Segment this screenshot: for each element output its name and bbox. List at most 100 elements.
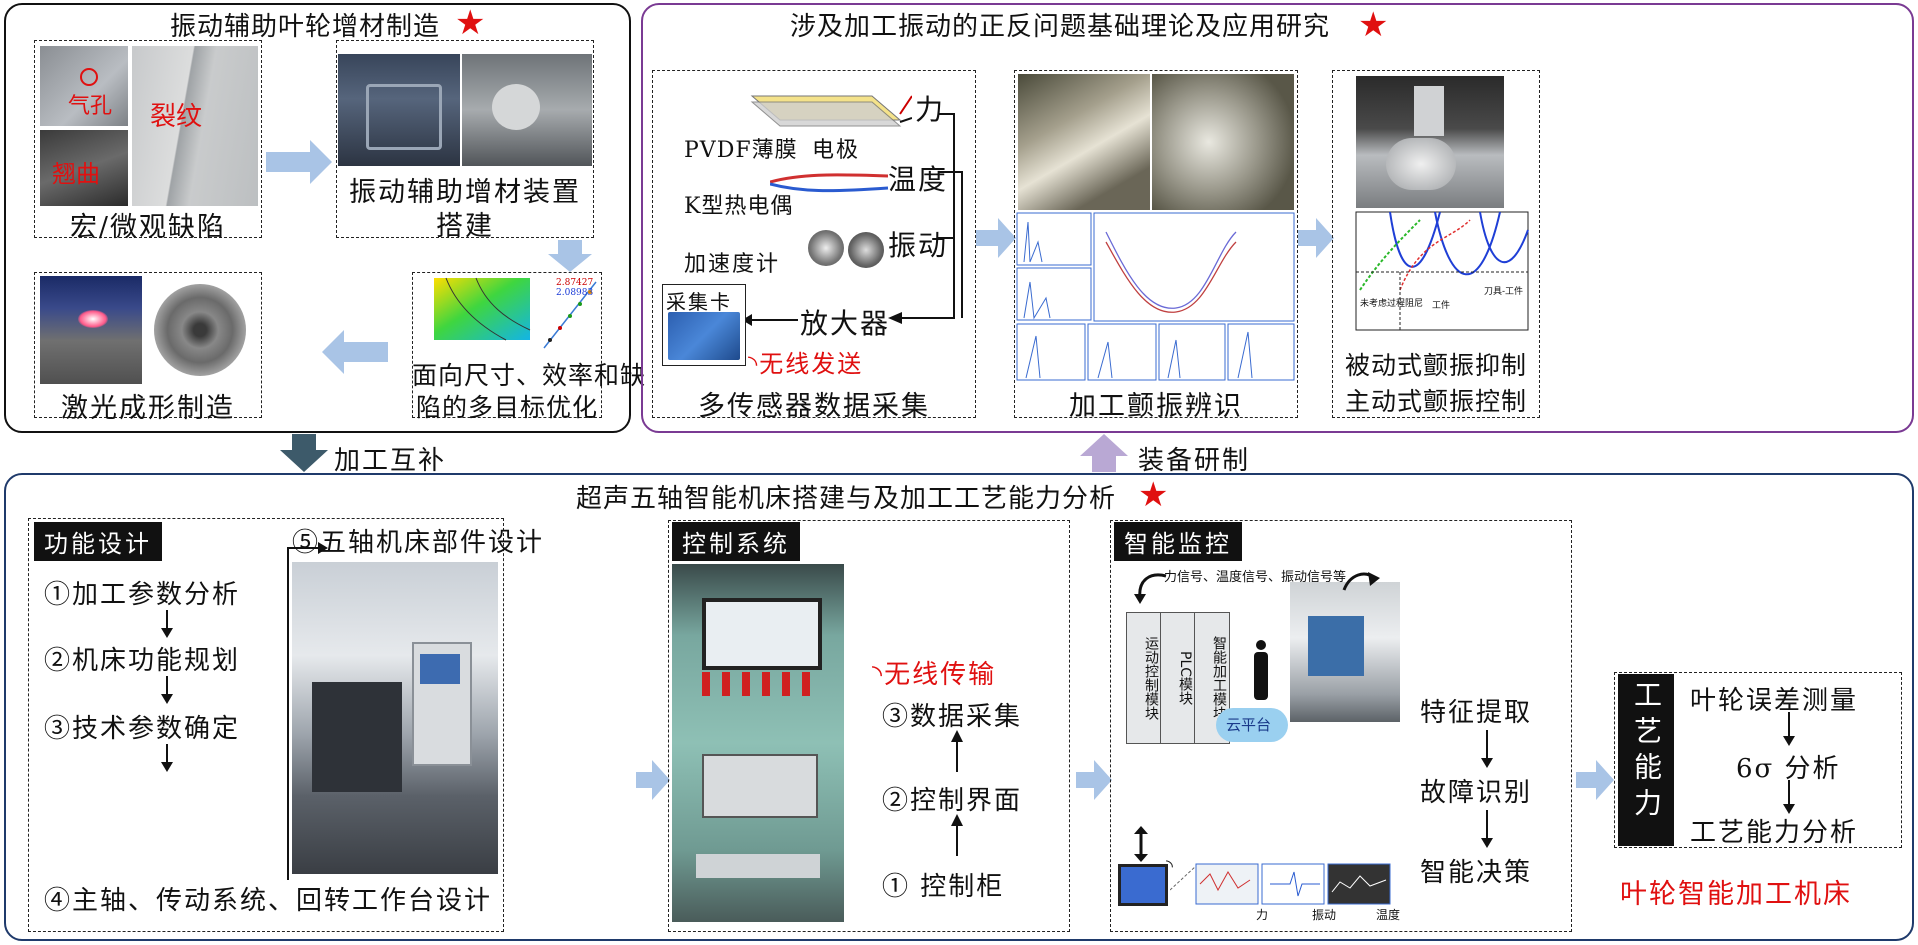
cnc-machine-photo	[1290, 582, 1400, 722]
daq-label: 采集卡	[666, 290, 732, 314]
down-arrow-icon	[1481, 730, 1493, 768]
func-step5: ⑤五轴机床部件设计	[292, 528, 545, 558]
mutual-label: 加工互补	[334, 446, 447, 476]
optimization-box	[412, 272, 602, 418]
sensors-caption: 多传感器数据采集	[698, 391, 930, 422]
process-step3: 工艺能力分析	[1690, 818, 1859, 848]
crack-label: 裂纹	[150, 102, 203, 132]
laser-box	[34, 272, 262, 418]
opt-caption-line2: 陷的多目标优化	[415, 393, 598, 422]
stability-lobe-chart	[1355, 211, 1529, 331]
laser-photo-left	[40, 276, 142, 384]
cabinet-pc-icon	[702, 754, 818, 818]
cabinet-buttons-icon	[702, 672, 814, 696]
spindle-icon	[1414, 86, 1444, 136]
flow-arrow-down-icon	[548, 240, 592, 272]
star-icon: ★	[1138, 475, 1169, 515]
defects-box	[34, 40, 262, 238]
machine-body-icon	[312, 682, 402, 792]
signal-flow-arrow-icon	[1134, 573, 1167, 604]
star-icon: ★	[455, 3, 486, 43]
chatter-ctrl-caption-line2: 主动式颤振控制	[1344, 387, 1527, 416]
pore-marker-icon	[80, 68, 98, 86]
lobe-legend-work: 工件	[1432, 301, 1451, 311]
cabinet-monitor-icon	[702, 598, 822, 670]
step4-to-step5-connector	[287, 542, 328, 880]
thermocouple-icon	[770, 173, 889, 193]
sensor-connector-lines	[742, 113, 963, 326]
flow-arrow-right-icon	[1298, 218, 1334, 258]
down-arrow-icon	[161, 744, 173, 772]
process-step2: 6σ 分析	[1736, 754, 1841, 784]
chatter-ctrl-caption-line1: 被动式颤振抑制	[1344, 351, 1527, 380]
down-arrow-icon	[161, 676, 173, 704]
signals-label: 力信号、温度信号、振动信号等	[1164, 570, 1347, 585]
contour-plot-svg	[434, 277, 531, 341]
panel-vibration-theory	[641, 3, 1914, 433]
device-photo-right	[462, 54, 592, 166]
control-step2: ②控制界面	[882, 786, 1023, 816]
up-arrow-icon	[951, 730, 963, 772]
legend-lo: 2.08983	[556, 288, 594, 298]
workpiece-icon	[1386, 138, 1456, 190]
wireless-transmit-text: 无线传输	[884, 660, 997, 690]
flow-arrow-left-icon	[322, 330, 388, 374]
lobe-legend-none: 未考虑过程阻尼	[1360, 299, 1424, 309]
chatter-id-caption: 加工颤振辨识	[1069, 391, 1243, 422]
person-icon	[1252, 640, 1270, 700]
opt-scatter-plot: 2.87427 2.08983	[538, 274, 600, 356]
device-box	[336, 40, 594, 238]
chatter-control-photo	[1356, 76, 1504, 208]
func-step3: ③技术参数确定	[44, 714, 241, 744]
force-label: 力	[915, 93, 946, 126]
defect-photo-crack: 裂纹	[132, 46, 258, 206]
daq-board-icon	[668, 312, 740, 360]
flow-arrow-right-icon	[266, 140, 332, 184]
flow-arrow-right-icon	[1076, 760, 1112, 800]
process-tag-text: 工艺能力	[1630, 680, 1663, 824]
device-caption-line2: 搭建	[436, 211, 494, 242]
cabinet-keyboard-icon	[696, 854, 820, 878]
person-body	[1254, 652, 1268, 700]
equip-label: 装备研制	[1138, 446, 1251, 476]
thumb-vib-label: 振动	[1312, 908, 1337, 922]
accelerometer-icon	[848, 232, 884, 268]
vibration-label: 振动	[888, 229, 949, 262]
pvdf-label: PVDF薄膜	[684, 138, 798, 163]
laser-glow-icon	[78, 310, 108, 328]
thermocouple-label: K型热电偶	[684, 194, 794, 219]
panel-additive-manufacturing	[4, 3, 631, 433]
func-step4: ④主轴、传动系统、回转工作台设计	[44, 886, 493, 916]
down-arrow-icon	[1481, 810, 1493, 848]
wireless-transmit-label: ◝无线传输	[872, 654, 996, 691]
wifi-icon: ◝	[872, 660, 885, 690]
screen-icon	[420, 654, 460, 684]
panel-machine-tool	[4, 473, 1914, 941]
accelerometer-label: 加速度计	[684, 252, 781, 277]
monitoring-tag: 智能监控	[1114, 522, 1242, 561]
thumb-temp-label: 温度	[1376, 908, 1401, 922]
func-design-box	[28, 518, 504, 932]
func-step1: ①加工参数分析	[44, 580, 241, 610]
cloud-icon	[1216, 708, 1288, 742]
device-caption-line1: 振动辅助增材装置	[349, 177, 581, 208]
monitoring-box	[1110, 520, 1572, 932]
monitor-fault: 故障识别	[1420, 778, 1533, 808]
down-arrow-icon	[1783, 780, 1795, 814]
wifi-icon: ◝	[748, 350, 760, 378]
legend-hi: 2.87427	[556, 278, 594, 288]
person-head	[1256, 640, 1266, 650]
process-caption: 叶轮智能加工机床	[1620, 879, 1852, 910]
impeller-icon	[154, 284, 246, 376]
amplifier-label: 放大器	[800, 307, 891, 340]
device-spindle-icon	[492, 84, 540, 130]
laser-caption: 激光成形制造	[61, 393, 235, 424]
module-motion-control: 运动控制模块	[1126, 612, 1162, 744]
process-box	[1614, 672, 1902, 848]
scatter-plot-svg	[543, 281, 597, 349]
double-arrow-icon	[1134, 826, 1148, 862]
wifi-icon: ◝	[1166, 856, 1173, 877]
feedback-arrow-icon	[1342, 572, 1380, 591]
cloud-label: 云平台	[1226, 716, 1272, 734]
defect-photo-warp: 翘曲	[40, 130, 128, 206]
